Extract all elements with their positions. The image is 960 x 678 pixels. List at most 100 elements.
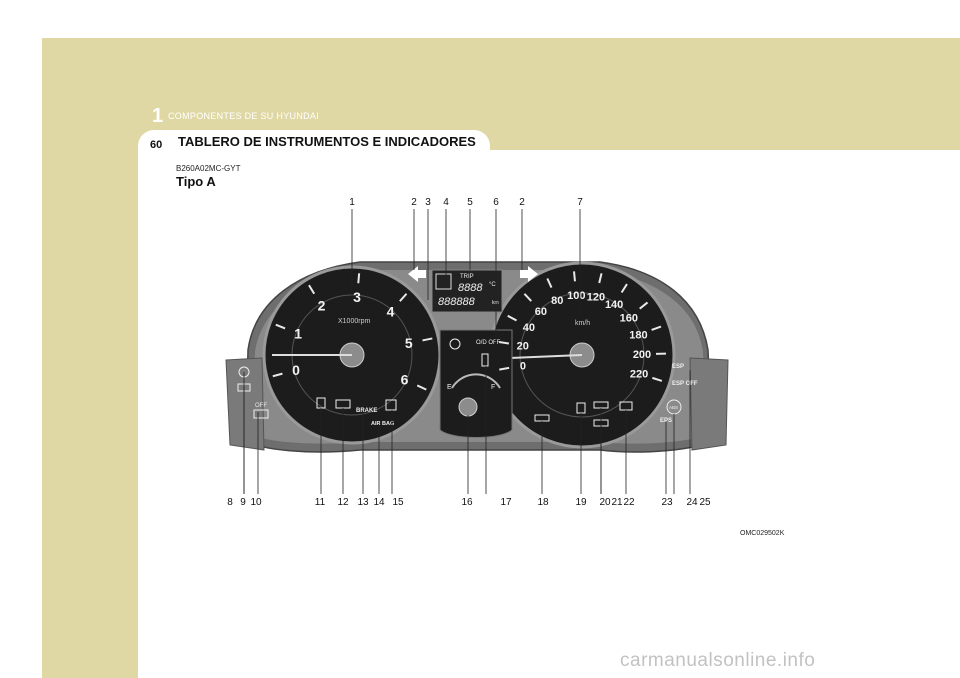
speed-tick	[546, 278, 553, 289]
tach-tick	[399, 293, 408, 302]
left-turn-signal-icon	[408, 266, 426, 282]
tach-label: 6	[401, 371, 409, 387]
off-label: OFF	[255, 403, 267, 409]
callout-top-number: 7	[577, 197, 583, 208]
speed-label: 140	[605, 299, 623, 311]
callout-bottom-number: 23	[661, 497, 673, 508]
callout-bottom-number: 16	[461, 497, 473, 508]
speed-label: 120	[587, 291, 605, 303]
callout-bottom-number: 24	[686, 497, 698, 508]
callout-bottom-number: 9	[240, 497, 246, 508]
speed-label: 0	[520, 360, 526, 372]
speed-tick	[507, 314, 518, 322]
section-title: TABLERO DE INSTRUMENTOS E INDICADORES	[178, 134, 476, 149]
callout-bottom-number: 14	[373, 497, 385, 508]
speed-label: 220	[630, 368, 648, 380]
callout-top-number: 1	[349, 197, 355, 208]
traction-off-icon	[253, 409, 269, 419]
speed-label: 100	[567, 290, 585, 302]
tach-label: 0	[292, 362, 300, 378]
speed-tick	[573, 271, 576, 282]
callout-bottom-number: 25	[699, 497, 711, 508]
esp-indicator-label: ESP	[672, 364, 684, 370]
fuel-full-label: F	[491, 384, 495, 391]
tach-label: 2	[318, 298, 326, 314]
speed-tick	[651, 325, 662, 331]
fuel-empty-label: E	[447, 384, 452, 391]
lcd-top-digits: 8888	[458, 282, 483, 294]
callout-lines	[243, 209, 691, 494]
callout-bottom-number: 13	[357, 497, 369, 508]
tach-unit-label: X1000rpm	[338, 318, 370, 325]
speed-label: 160	[620, 312, 638, 324]
fuel-gauge-hub	[458, 397, 478, 417]
tach-label: 1	[294, 325, 302, 341]
tach-tick	[422, 337, 433, 342]
speed-tick	[498, 341, 510, 345]
tach-tick	[272, 372, 283, 378]
tach-tick	[357, 273, 361, 284]
fuel-gauge-arc	[451, 373, 501, 389]
lcd-trip: TRIP	[460, 274, 474, 280]
callout-top-number: 5	[467, 197, 473, 208]
callout-bottom-number: 21	[611, 497, 623, 508]
figure-subtitle: Tipo A	[176, 174, 216, 189]
callout-top-number: 6	[493, 197, 499, 208]
speed-tick	[523, 293, 533, 302]
tach-label: 3	[353, 289, 361, 305]
speed-label: 20	[517, 341, 529, 353]
chapter-title: COMPONENTES DE SU HYUNDAI	[168, 111, 320, 121]
section-tab	[138, 130, 490, 154]
speed-tick	[499, 366, 510, 371]
tach-label: 5	[405, 335, 413, 351]
callout-top-number: 3	[425, 197, 431, 208]
eps-indicator-label: EPS	[660, 418, 672, 424]
esp-off-indicator-label: ESP OFF	[672, 381, 698, 387]
lcd-display	[431, 269, 503, 313]
right-turn-signal-icon	[520, 266, 538, 282]
speed-label: 180	[629, 330, 647, 342]
tach-label: 4	[387, 304, 395, 320]
tach-labels: 0 12 3 45 6	[272, 273, 433, 391]
callout-bottom-number: 12	[337, 497, 349, 508]
airbag-warning-label: AIR BAG	[371, 421, 394, 427]
left-side-panel	[225, 357, 265, 451]
lcd-fuel-door-icon	[435, 273, 452, 290]
callout-bottom-number: 19	[575, 497, 587, 508]
speed-label: 60	[535, 306, 547, 318]
center-lower-panel	[439, 329, 513, 438]
callout-bottom-number: 8	[227, 497, 233, 508]
passenger-airbag-icon	[385, 399, 397, 411]
callout-bottom-number: 17	[500, 497, 512, 508]
callout-top-number: 2	[411, 197, 417, 208]
document-code: B260A02MC-GYT	[176, 164, 241, 173]
lcd-unit-celsius: °C	[489, 282, 496, 288]
callout-bottom-number: 11	[315, 497, 326, 508]
speed-tick	[639, 301, 649, 310]
tach-tick	[275, 323, 286, 330]
callout-bottom-number: 20	[599, 497, 611, 508]
chapter-number: 1	[152, 105, 164, 127]
speed-needle	[509, 354, 583, 359]
coolant-temp-icon	[481, 353, 489, 367]
figure-code: OMC029502K	[740, 530, 785, 537]
watermark: carmanualsonline.info	[620, 650, 816, 671]
speed-tick	[598, 273, 603, 284]
speed-label: 200	[633, 349, 651, 361]
tach-tick	[416, 384, 427, 391]
callout-bottom-number: 22	[623, 497, 635, 508]
speed-label: 80	[551, 295, 563, 307]
brake-warning-label: BRAKE	[356, 408, 377, 414]
callout-bottom-number: 10	[250, 497, 262, 508]
callout-top-number: 4	[443, 197, 449, 208]
speed-label: 40	[523, 322, 535, 334]
callout-bottom-number: 15	[392, 497, 404, 508]
callout-top-number: 2	[519, 197, 525, 208]
callout-bottom-number: 18	[537, 497, 549, 508]
abs-indicator-label: ABS	[669, 405, 678, 410]
lcd-unit-km: km	[492, 300, 499, 306]
